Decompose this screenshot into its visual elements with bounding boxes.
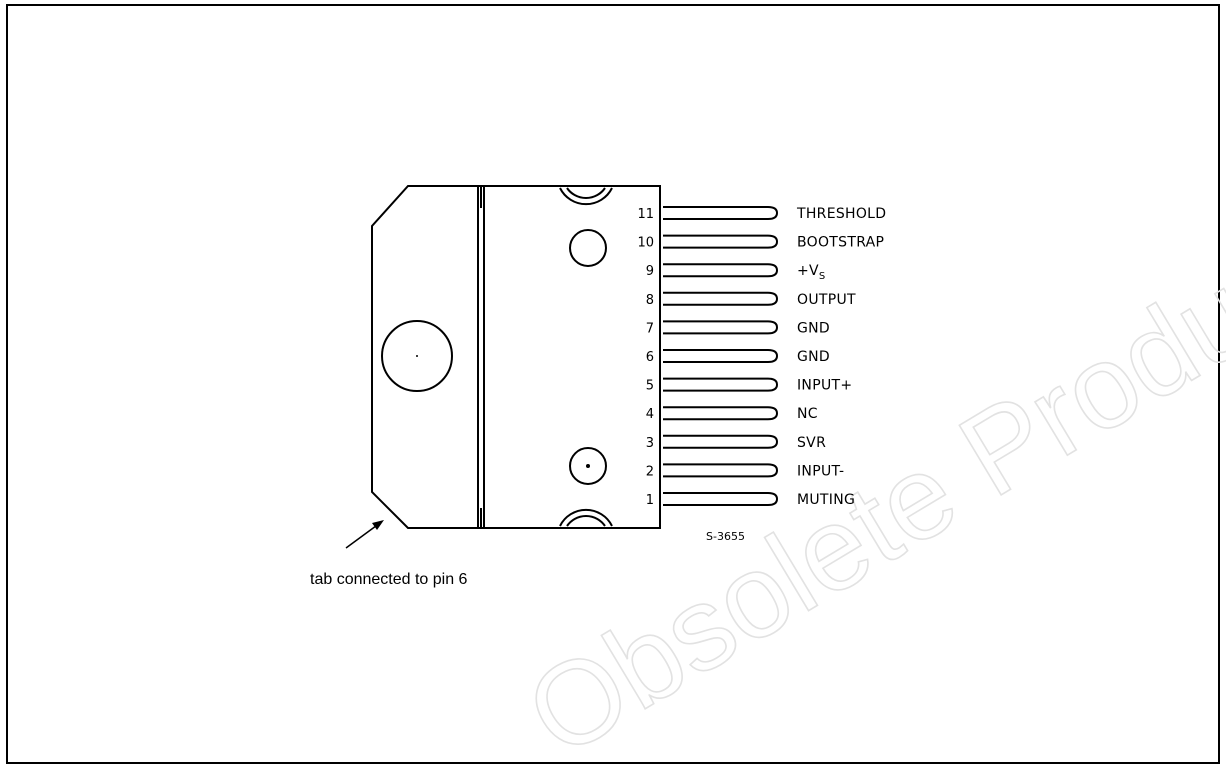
- pin-lead: [663, 434, 779, 449]
- pin-lead: [663, 492, 779, 506]
- pin-9: 9 +VS: [646, 263, 826, 282]
- pin-label: NC: [797, 406, 818, 422]
- pin-number: 11: [637, 207, 654, 222]
- pin-number: 2: [646, 464, 654, 479]
- pin-2: 2 INPUT-: [646, 463, 844, 479]
- pin-lead: [663, 349, 779, 363]
- watermark: Obsolete Product(s): [505, 129, 1226, 756]
- pin-label: +VS: [797, 263, 826, 282]
- heatsink-tab: [371, 185, 479, 529]
- pin-number: 4: [646, 407, 654, 422]
- pin-lead: [663, 320, 779, 335]
- pin-3: 3 SVR: [646, 435, 826, 451]
- tab-mounting-hole: [381, 320, 453, 392]
- pin-5: 5 INPUT+: [646, 377, 852, 394]
- pin-lead: [663, 263, 779, 278]
- pin-number: 8: [646, 293, 654, 308]
- pin-lead: [663, 377, 779, 392]
- pin-lead: [663, 291, 779, 306]
- pin-7: 7 GND: [646, 320, 830, 336]
- pin-label: GND: [797, 320, 830, 336]
- body-cutout-top: [559, 187, 613, 206]
- pin-6: 6 GND: [646, 349, 830, 365]
- tab-caption: tab connected to pin 6: [310, 571, 468, 588]
- body-cutout-bottom: [559, 508, 613, 527]
- pin-label: GND: [797, 349, 830, 365]
- pin-8: 8 OUTPUT: [646, 292, 856, 308]
- body-hole-bottom: [569, 447, 607, 485]
- pin-lead: [663, 234, 779, 249]
- pin-label: INPUT+: [797, 378, 852, 394]
- pin-10: 10 BOOTSTRAP: [637, 234, 884, 251]
- pin-lead: [663, 463, 779, 478]
- pin-label: OUTPUT: [797, 292, 856, 308]
- pin-number: 7: [646, 321, 654, 336]
- pin-label: THRESHOLD: [796, 206, 886, 222]
- pin-label: MUTING: [797, 492, 855, 508]
- pin-4: 4 NC: [646, 406, 818, 422]
- tab-hole-center: [416, 355, 418, 357]
- pin-number: 3: [646, 436, 654, 451]
- pin-label: SVR: [797, 435, 826, 451]
- pin-lead: [663, 206, 779, 220]
- pin-1: 1 MUTING: [646, 492, 855, 508]
- pin-number: 5: [646, 379, 654, 394]
- figure-code: S-3655: [706, 530, 745, 543]
- caption-arrow: [345, 520, 384, 549]
- pin-number: 6: [646, 350, 654, 365]
- body-hole-top: [569, 229, 607, 267]
- pin-label: INPUT-: [797, 463, 844, 479]
- pin-11: 11 THRESHOLD: [637, 206, 886, 222]
- pin-lead: [663, 406, 779, 421]
- body-hole-bottom-center: [586, 464, 590, 468]
- pin-label: BOOTSTRAP: [797, 235, 884, 251]
- pin-number: 1: [646, 493, 654, 508]
- pin-number: 10: [637, 236, 654, 251]
- pin-label-subscript: S: [819, 271, 826, 282]
- package-body: [483, 185, 661, 529]
- pin-number: 9: [646, 264, 654, 279]
